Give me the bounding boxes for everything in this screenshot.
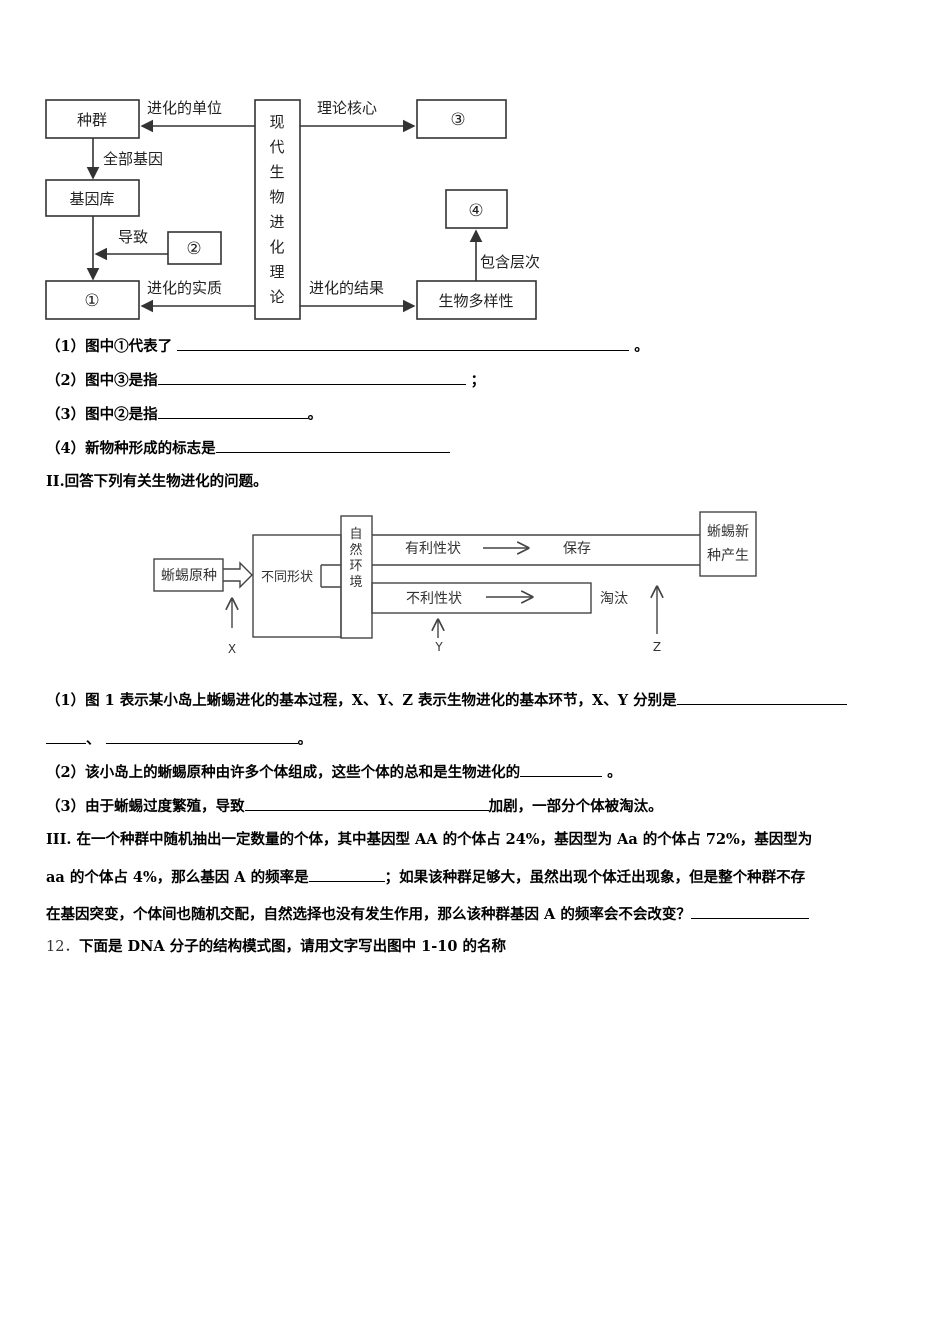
label-z: Z bbox=[653, 640, 661, 654]
answer-blank[interactable] bbox=[215, 438, 450, 453]
box-4 bbox=[445, 189, 508, 229]
svg-text:进: 进 bbox=[269, 213, 284, 231]
center-theory-text: 现 代 生 物 进 化 理 论 bbox=[269, 113, 284, 306]
question-1-3: （3）图中②是指。 bbox=[46, 404, 323, 423]
box-biodiversity-label: 生物多样性 bbox=[438, 292, 513, 310]
label-y: Y bbox=[434, 640, 443, 654]
label-levels: 包含层次 bbox=[480, 253, 540, 271]
svg-text:化: 化 bbox=[269, 238, 284, 256]
svg-text:境: 境 bbox=[349, 575, 362, 590]
answer-blank[interactable] bbox=[157, 370, 466, 385]
label-x: X bbox=[228, 642, 236, 656]
question-1-4: （4）新物种形成的标志是 bbox=[46, 438, 450, 459]
question-2-1-line2: 、 。 bbox=[46, 729, 312, 750]
svg-text:现: 现 bbox=[269, 113, 284, 131]
label-new-species-1: 蜥蜴新 bbox=[707, 524, 749, 540]
lizard-evolution-diagram: 蜥蜴原种 不同形状 自 然 环 境 有利性状 保存 不利性状 淘汰 蜥蜴新 种产… bbox=[153, 511, 757, 656]
label-core: 理论核心 bbox=[317, 99, 377, 117]
label-traits: 不同形状 bbox=[261, 570, 313, 585]
box-gene-pool-label: 基因库 bbox=[69, 190, 114, 208]
svg-text:然: 然 bbox=[349, 542, 362, 558]
answer-blank[interactable] bbox=[690, 904, 809, 919]
answer-blank[interactable] bbox=[177, 336, 630, 351]
box-3-label: ③ bbox=[450, 110, 465, 130]
svg-text:论: 论 bbox=[269, 288, 284, 306]
box-unfavorable bbox=[371, 582, 592, 614]
answer-blank[interactable] bbox=[105, 729, 298, 744]
environment-text: 自 然 环 境 bbox=[349, 527, 362, 590]
box-1-label: ① bbox=[84, 291, 99, 311]
label-unfavorable: 不利性状 bbox=[406, 591, 462, 607]
svg-text:环: 环 bbox=[349, 559, 362, 574]
box-1 bbox=[45, 280, 140, 320]
label-lead: 导致 bbox=[118, 228, 148, 246]
question-12: 12．下面是 DNA 分子的结构模式图，请用文字写出图中 1-10 的名称 bbox=[46, 938, 507, 955]
answer-blank[interactable] bbox=[157, 404, 308, 419]
label-result: 进化的结果 bbox=[309, 279, 384, 297]
answer-blank[interactable] bbox=[676, 690, 847, 705]
section-3-line3: 在基因突变，个体间也随机交配，自然选择也没有发生作用，那么该种群基因 A 的频率… bbox=[46, 904, 809, 925]
label-unit: 进化的单位 bbox=[147, 99, 222, 117]
svg-text:代: 代 bbox=[269, 138, 284, 156]
box-center-theory bbox=[254, 99, 301, 320]
answer-blank[interactable] bbox=[244, 796, 489, 811]
label-eliminate: 淘汰 bbox=[600, 591, 628, 607]
box-population-label: 种群 bbox=[77, 111, 107, 129]
label-origin: 蜥蜴原种 bbox=[161, 568, 217, 584]
section-3-line1: III. 在一个种群中随机抽出一定数量的个体，其中基因型 AA 的个体占 24%… bbox=[46, 831, 813, 848]
box-4-label: ④ bbox=[468, 201, 483, 221]
section-2-heading: II.回答下列有关生物进化的问题。 bbox=[46, 473, 268, 490]
question-2-1-line1: （1）图 1 表示某小岛上蜥蜴进化的基本过程，X、Y、Z 表示生物进化的基本环节… bbox=[46, 690, 847, 711]
evolution-theory-diagram: 种群 基因库 ① ② ③ ④ 生物多样性 进化的单位 全部基因 导致 进化的实质… bbox=[45, 99, 540, 320]
box-new-species bbox=[699, 511, 757, 577]
label-new-species-2: 种产生 bbox=[707, 548, 749, 564]
box-traits bbox=[252, 534, 342, 638]
question-2-3: （3）由于蜥蜴过度繁殖，导致加剧，一部分个体被淘汰。 bbox=[46, 796, 663, 815]
answer-blank[interactable] bbox=[46, 729, 86, 744]
svg-text:自: 自 bbox=[349, 527, 362, 542]
question-1-2: （2）图中③是指 ； bbox=[46, 370, 486, 389]
answer-blank[interactable] bbox=[308, 867, 385, 882]
box-3 bbox=[416, 99, 507, 139]
section-3-line2: aa 的个体占 4%，那么基因 A 的频率是；如果该种群足够大，虽然出现个体迁出… bbox=[46, 867, 806, 886]
box-2-label: ② bbox=[186, 239, 201, 259]
hollow-arrow bbox=[223, 561, 253, 589]
question-1-1: （1）图中①代表了 。 bbox=[46, 336, 649, 355]
question-2-2: （2）该小岛上的蜥蜴原种由许多个体组成，这些个体的总和是生物进化的 。 bbox=[46, 762, 622, 781]
box-origin bbox=[153, 558, 224, 592]
label-all-genes: 全部基因 bbox=[103, 150, 163, 168]
answer-blank[interactable] bbox=[520, 762, 603, 777]
svg-text:生: 生 bbox=[269, 163, 284, 181]
label-favorable: 有利性状 bbox=[405, 541, 461, 557]
label-essence: 进化的实质 bbox=[147, 279, 222, 297]
box-environment bbox=[340, 515, 373, 639]
svg-text:理: 理 bbox=[269, 263, 284, 281]
box-2 bbox=[167, 231, 222, 265]
svg-text:物: 物 bbox=[269, 188, 284, 206]
label-keep: 保存 bbox=[563, 541, 591, 557]
